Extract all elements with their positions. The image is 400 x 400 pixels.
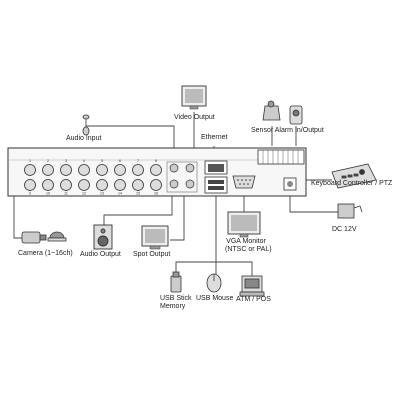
- label-audio-input: Audio Input: [66, 135, 102, 142]
- ch-num-9: 9: [29, 192, 31, 196]
- label-video-output: Video Output: [174, 114, 215, 121]
- label-vga-monitor-line2: (NTSC or PAL): [225, 246, 272, 253]
- ch-num-12: 12: [82, 192, 86, 196]
- label-vga-monitor: VGA Monitor (NTSC or PAL): [225, 238, 272, 254]
- label-usb-stick: USB Stick Memory: [160, 295, 192, 311]
- ch-num-11: 11: [64, 192, 68, 196]
- monitor-icon: [181, 85, 207, 110]
- usb-stick-icon: [170, 271, 182, 293]
- ch-num-1: 1: [29, 159, 31, 163]
- line-usb: [175, 196, 217, 276]
- vga-port: [232, 175, 256, 189]
- speaker-icon: [93, 224, 113, 250]
- ch-num-5: 5: [101, 159, 103, 163]
- ch-num-10: 10: [46, 192, 50, 196]
- ch-num-14: 14: [118, 192, 122, 196]
- dome-camera-icon: [47, 231, 67, 242]
- line-spot-output: [170, 190, 185, 241]
- label-dc: DC 12V: [332, 226, 357, 233]
- ch-num-16: 16: [154, 192, 158, 196]
- label-vga-monitor-line1: VGA Monitor: [226, 238, 266, 245]
- label-ethernet: Ethernet: [201, 134, 228, 141]
- sensor-icon: [289, 105, 303, 125]
- ch-num-3: 3: [65, 159, 67, 163]
- dc-power-jack: [283, 177, 297, 191]
- microphone-icon: [82, 114, 90, 136]
- ch-num-15: 15: [136, 192, 140, 196]
- ch-num-4: 4: [83, 159, 85, 163]
- spot-monitor-icon: [141, 225, 169, 250]
- label-usb-stick-line1: USB Stick: [160, 295, 192, 302]
- label-usb-mouse: USB Mouse: [196, 295, 234, 302]
- ch-num-13: 13: [100, 192, 104, 196]
- dvr-rear-panel: 1 2 3 4 5 6 7 8 9 10 11 12 13 14 15 16: [7, 147, 307, 197]
- alarm-terminal-block: [257, 149, 305, 165]
- siren-icon: [262, 100, 281, 121]
- power-adapter-icon: [337, 203, 363, 219]
- camera-icon: [21, 231, 47, 244]
- ch-num-6: 6: [119, 159, 121, 163]
- label-sensor-alarm: Sensor Alarm In/Output: [251, 127, 324, 134]
- ch-num-2: 2: [47, 159, 49, 163]
- line-atm: [216, 261, 253, 276]
- label-keyboard: Keyboard Controller / PTZ: [311, 180, 393, 187]
- line-audio-output: [103, 190, 173, 225]
- label-atm-pos: ATM / POS: [236, 296, 271, 303]
- line-camera: [13, 196, 22, 239]
- mouse-icon: [206, 273, 222, 293]
- camera-inputs-bottom-row: [24, 179, 162, 191]
- camera-inputs-top-row: [24, 164, 162, 176]
- label-usb-stick-line2: Memory: [160, 303, 186, 310]
- av-output-connectors: [166, 161, 198, 193]
- line-dc: [289, 196, 338, 213]
- label-audio-output: Audio Output: [80, 251, 121, 258]
- ch-num-7: 7: [137, 159, 139, 163]
- pos-terminal-icon: [239, 275, 265, 297]
- ethernet-port: [204, 160, 228, 175]
- label-spot-output: Spot Output: [133, 251, 171, 258]
- ptz-keyboard-icon: [331, 163, 377, 189]
- label-camera: Camera (1~16ch): [18, 250, 73, 257]
- usb-ports: [204, 176, 228, 194]
- ch-num-8: 8: [155, 159, 157, 163]
- vga-monitor-icon: [227, 211, 261, 238]
- connection-lines: [13, 112, 338, 276]
